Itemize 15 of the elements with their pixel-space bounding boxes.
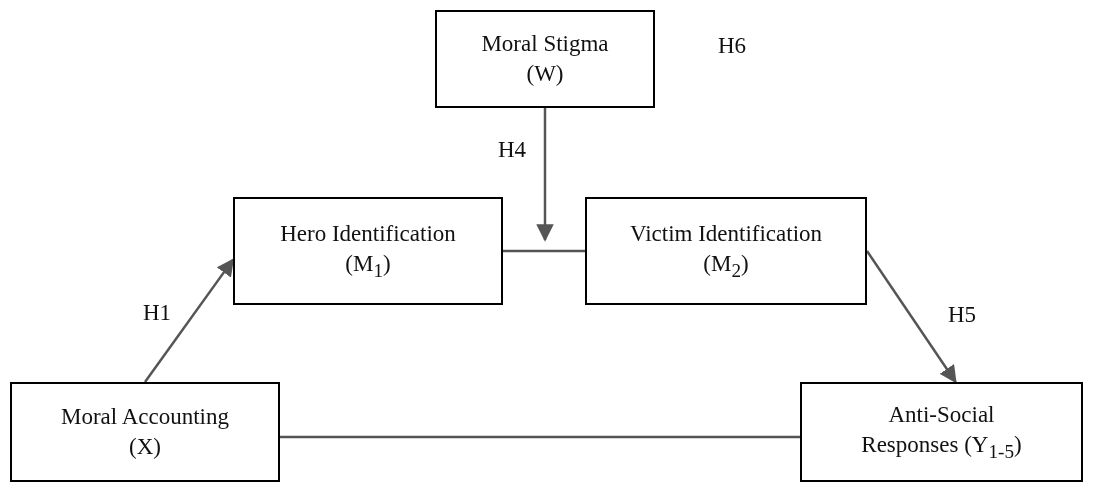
variable-box — [800, 382, 1083, 482]
variable-name: Victim Identification (M$_{2}$) — [628, 219, 824, 283]
variable-name: Anti-Social Responses (Y$_{1-5}$) — [860, 400, 1023, 464]
variable-box — [435, 10, 655, 108]
variable-name: Moral Stigma (W) — [480, 30, 610, 88]
arrow — [144, 258, 234, 383]
variable-box — [585, 197, 867, 305]
variable-box — [10, 382, 280, 482]
arrow — [865, 250, 957, 384]
connector-line — [503, 249, 585, 253]
variable-name: Moral Accounting (X) — [60, 403, 230, 461]
arrow — [536, 108, 554, 242]
variable-box — [233, 197, 503, 305]
connector-line — [280, 435, 800, 439]
variable-name: Hero Identification (M$_{1}$) — [279, 219, 457, 283]
